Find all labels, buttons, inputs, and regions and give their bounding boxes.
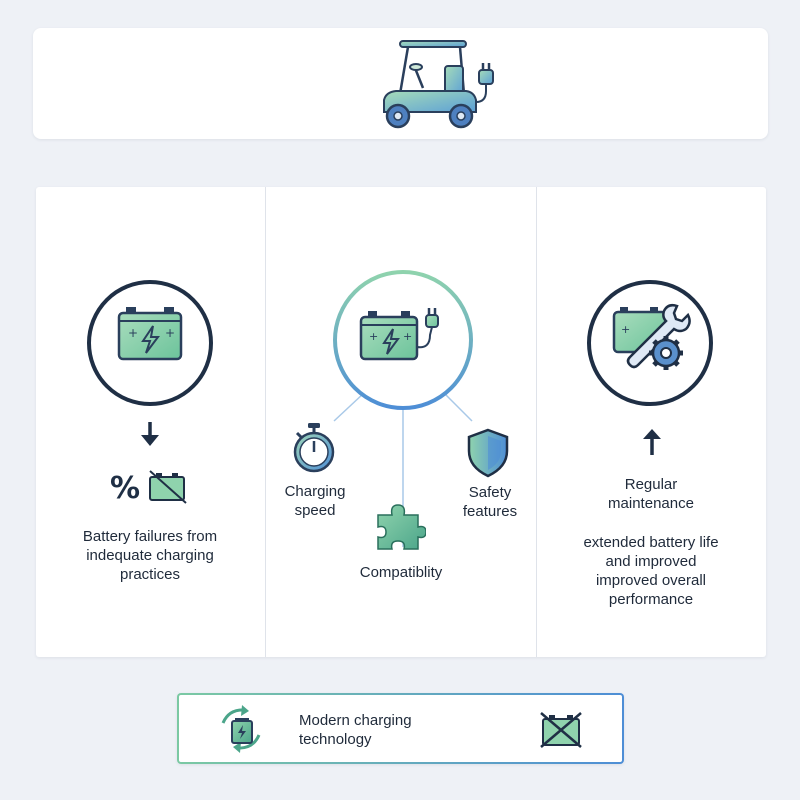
battery-plug-icon: + + — [333, 270, 473, 410]
modern-charging-text: Modern charging technology — [299, 712, 412, 748]
arrow-up-icon — [643, 429, 661, 455]
compatibility-label: Compatiblity — [359, 564, 443, 581]
recycle-battery-icon — [221, 705, 261, 753]
stopwatch-icon — [293, 423, 335, 473]
percent-icon: % — [110, 471, 140, 505]
battery-tools-icon: + — [587, 280, 713, 406]
panel-divider — [536, 187, 537, 657]
header-card — [33, 28, 768, 139]
svg-text:+: + — [621, 323, 630, 336]
percent-battery-group: % — [110, 470, 187, 505]
bottom-banner: Modern charging technology — [177, 693, 624, 764]
arrow-down-icon — [141, 422, 159, 446]
golf-cart-icon — [383, 40, 494, 129]
svg-text:+: + — [165, 326, 175, 340]
panel-divider — [265, 187, 266, 657]
maintenance-result-text: extended battery life and improved impro… — [583, 534, 719, 608]
main-card: + + % Battery failures from indequate ch… — [36, 187, 766, 657]
battery-icon: + + — [87, 280, 213, 406]
svg-text:+: + — [403, 330, 412, 343]
puzzle-icon — [377, 504, 426, 550]
shield-icon — [467, 428, 509, 478]
battery-crossed-icon — [540, 712, 582, 748]
battery-crossed-icon — [149, 470, 187, 504]
charging-speed-label: Charging speed — [284, 483, 346, 519]
plug-icon — [478, 63, 494, 85]
svg-text:+: + — [369, 330, 378, 343]
regular-maintenance-label: Regular maintenance — [608, 476, 694, 512]
svg-text:+: + — [128, 326, 138, 340]
safety-features-label: Safety features — [462, 484, 518, 520]
left-panel-text: Battery failures from indequate charging… — [82, 528, 218, 583]
